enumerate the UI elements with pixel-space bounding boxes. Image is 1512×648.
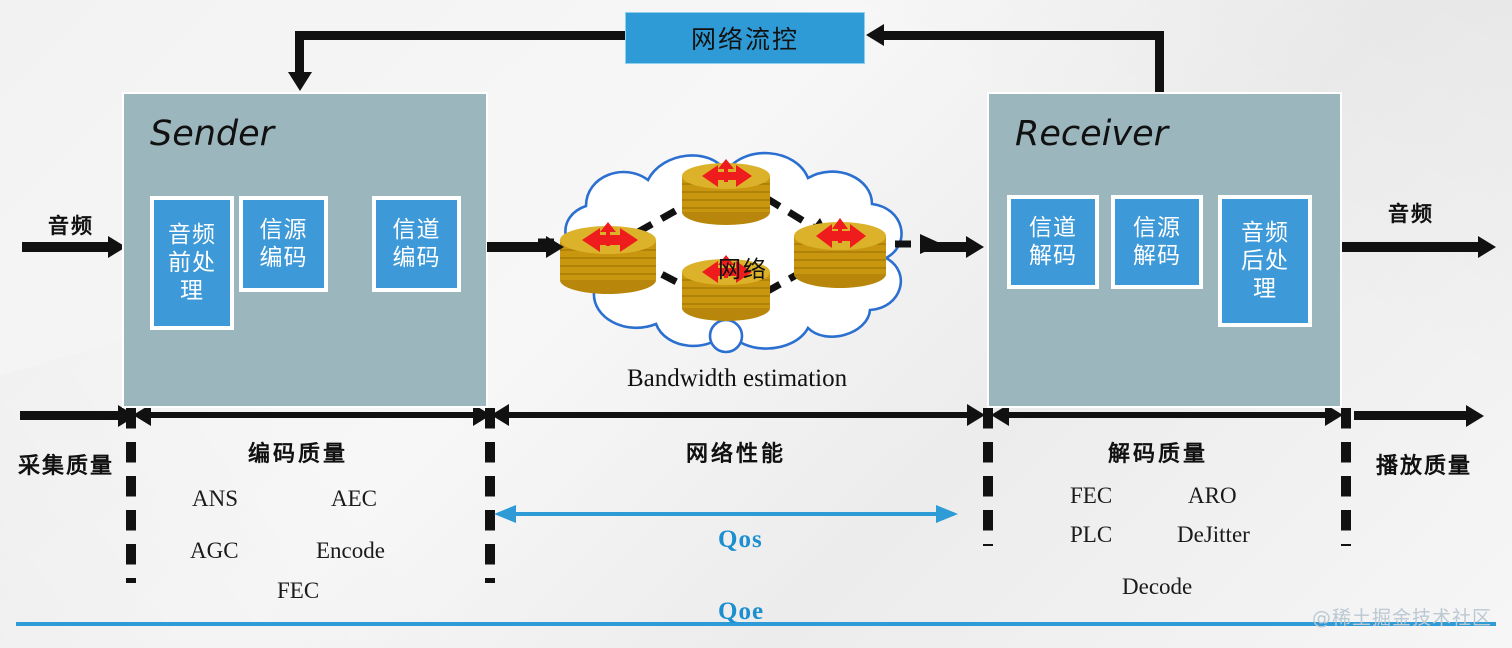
qoe-bar xyxy=(16,622,1496,626)
module-audio-preprocess[interactable]: 音频 前处 理 xyxy=(150,196,234,330)
tech-decode-aro: ARO xyxy=(1188,483,1237,508)
network-performance-arrow-shaft xyxy=(498,412,972,418)
module-channel-encode-label: 信道 编码 xyxy=(392,216,441,271)
feedback-left-vertical xyxy=(295,31,304,79)
input-arrow-head xyxy=(108,236,126,258)
sender-to-network-head xyxy=(546,236,564,258)
flow-control-box[interactable]: 网络流控 xyxy=(625,12,865,64)
router-node-4 xyxy=(794,218,886,288)
segment-label-playback: 播放质量 xyxy=(1376,454,1473,479)
capture-quality-arrow-head xyxy=(118,405,136,427)
qos-label: Qos xyxy=(718,526,763,553)
qos-arrow-head-right xyxy=(936,505,958,523)
qoe-label: Qoe xyxy=(718,598,765,625)
segment-label-encode: 编码质量 xyxy=(248,442,349,467)
tech-encode-ans: ANS xyxy=(192,486,239,511)
tech-encode-fec: FEC xyxy=(277,578,320,603)
receiver-title: Receiver xyxy=(1015,114,1168,154)
qos-bar xyxy=(508,512,954,516)
module-audio-preprocess-label: 音频 前处 理 xyxy=(168,221,216,305)
network-cloud xyxy=(538,151,940,354)
segment-label-capture: 采集质量 xyxy=(18,454,115,479)
network-to-receiver-head xyxy=(966,236,984,258)
output-arrow-head xyxy=(1478,236,1496,258)
encode-quality-arrow-shaft xyxy=(140,412,478,418)
module-channel-decode[interactable]: 信道 解码 xyxy=(1007,195,1099,289)
router-node-2 xyxy=(682,159,770,225)
network-cloud-label: 网络 xyxy=(718,257,768,283)
divider-encode-network xyxy=(485,408,495,583)
feedback-right-vertical xyxy=(1155,31,1164,93)
tech-decode-dejitter: DeJitter xyxy=(1177,522,1250,547)
capture-quality-arrow-shaft xyxy=(20,411,122,420)
divider-network-decode xyxy=(983,408,993,546)
encode-quality-arrow-head-right xyxy=(473,404,491,426)
sender-to-network-shaft xyxy=(487,242,549,252)
segment-label-decode: 解码质量 xyxy=(1108,442,1209,467)
feedback-left-arrowhead xyxy=(288,72,312,91)
qos-arrow-head-left xyxy=(494,505,516,523)
encode-quality-arrow-head-left xyxy=(133,404,151,426)
module-audio-postprocess[interactable]: 音频 后处 理 xyxy=(1218,195,1312,327)
segment-label-network: 网络性能 xyxy=(686,442,787,467)
module-channel-encode[interactable]: 信道 编码 xyxy=(372,196,461,292)
module-audio-postprocess-label: 音频 后处 理 xyxy=(1241,219,1289,303)
decode-quality-arrow-head-right xyxy=(1325,404,1343,426)
sender-title: Sender xyxy=(150,114,275,154)
tech-encode-encode: Encode xyxy=(316,538,385,563)
module-channel-decode-label: 信道 解码 xyxy=(1029,214,1077,269)
module-source-encode-label: 信源 编码 xyxy=(259,216,308,271)
module-source-encode[interactable]: 信源 编码 xyxy=(239,196,328,292)
decode-quality-arrow-shaft xyxy=(998,412,1330,418)
tech-decode-decode: Decode xyxy=(1122,574,1193,599)
tech-decode-fec: FEC xyxy=(1070,483,1113,508)
sender-panel[interactable]: Sender 音频 前处 理 信源 编码 信道 编码 xyxy=(122,92,488,408)
router-node-3 xyxy=(682,255,770,321)
output-arrow-shaft xyxy=(1340,242,1482,252)
tech-encode-aec: AEC xyxy=(331,486,377,511)
bandwidth-estimation-caption: Bandwidth estimation xyxy=(627,365,848,392)
tech-decode-plc: PLC xyxy=(1070,522,1113,547)
divider-decode-playback xyxy=(1341,408,1351,546)
feedback-right-arrowhead xyxy=(866,24,884,46)
network-performance-arrow-head-right xyxy=(967,404,985,426)
module-source-decode-label: 信源 解码 xyxy=(1133,214,1181,269)
module-source-decode[interactable]: 信源 解码 xyxy=(1111,195,1203,289)
playback-quality-arrow-head xyxy=(1466,405,1484,427)
feedback-right-horizontal xyxy=(884,31,1164,40)
router-node-1 xyxy=(560,222,656,294)
network-performance-arrow-head-left xyxy=(491,404,509,426)
network-to-receiver-shaft xyxy=(922,242,968,252)
input-arrow-shaft xyxy=(22,242,110,252)
decode-quality-arrow-head-left xyxy=(991,404,1009,426)
output-audio-label: 音频 xyxy=(1388,202,1434,226)
tech-encode-agc: AGC xyxy=(190,538,239,563)
receiver-panel[interactable]: Receiver 信道 解码 信源 解码 音频 后处 理 xyxy=(987,92,1342,408)
divider-capture-encode xyxy=(126,408,136,583)
feedback-left-horizontal xyxy=(295,31,627,40)
site-watermark: @稀土掘金技术社区 xyxy=(1311,607,1492,629)
playback-quality-arrow-shaft xyxy=(1354,411,1470,420)
flow-control-label: 网络流控 xyxy=(690,25,799,54)
input-audio-label: 音频 xyxy=(48,214,94,238)
